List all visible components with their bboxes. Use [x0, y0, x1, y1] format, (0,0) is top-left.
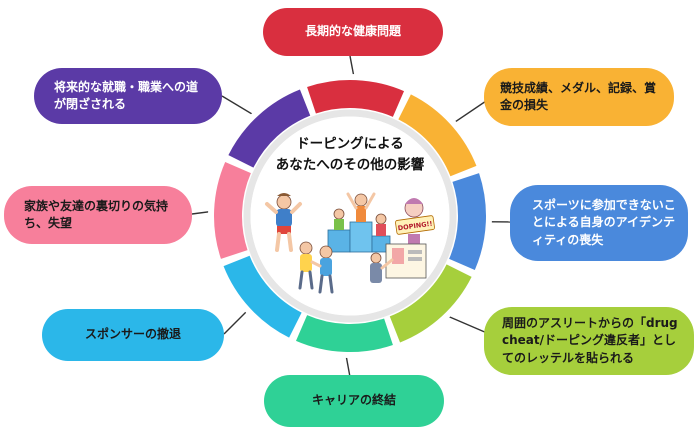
- center-title: ドーピングによる あなたへのその他の影響: [258, 134, 442, 176]
- effect-health-label: 長期的な健康問題: [304, 24, 401, 39]
- ring-segment-future: [228, 89, 311, 168]
- board-figure: [370, 243, 427, 283]
- center-title-line2: あなたへのその他の影響: [275, 156, 425, 173]
- effect-identity-label: スポーツに参加できないことによる自身のアイデンティティの喪失: [532, 197, 676, 247]
- effect-sponsor-pill: スポンサーの撤退: [42, 309, 224, 361]
- athlete-flexing-figure: [265, 193, 302, 252]
- effect-career-pill: キャリアの終結: [264, 375, 444, 427]
- ring-segment-health: [307, 79, 405, 117]
- effect-health-pill: 長期的な健康問題: [263, 8, 443, 56]
- effect-label-pill: 周囲のアスリートからの「drug cheat/ドーピング違反者」としてのレッテル…: [484, 307, 694, 375]
- ring-segment-identity: [449, 173, 487, 271]
- ring-segment-family: [213, 161, 251, 259]
- ring-segment-results: [398, 94, 477, 177]
- inner-ring: [243, 109, 457, 323]
- ring-segment-sponsor: [223, 255, 302, 338]
- athletes-illustration: DOPING!!: [265, 192, 435, 294]
- podium-group: [327, 192, 391, 253]
- effect-sponsor-label: スポンサーの撤退: [84, 327, 181, 342]
- effect-results-label: 競技成績、メダル、記録、賞金の損失: [500, 80, 657, 112]
- effect-identity-pill: スポーツに参加できないことによる自身のアイデンティティの喪失: [510, 185, 688, 261]
- effect-family-pill: 家族や友達の裏切りの気持ち、失望: [4, 186, 192, 244]
- effect-label-label: 周囲のアスリートからの「drug cheat/ドーピング違反者」としてのレッテル…: [502, 315, 678, 365]
- effect-future-pill: 将来的な就職・職業への道が閉ざされる: [34, 68, 222, 124]
- effect-family-label: 家族や友達の裏切りの気持ち、失望: [24, 198, 169, 230]
- ring-segment-label: [389, 264, 472, 343]
- protest-figure: DOPING!!: [395, 198, 435, 244]
- handshake-figures: [298, 241, 334, 294]
- effect-results-pill: 競技成績、メダル、記録、賞金の損失: [484, 68, 674, 126]
- effect-future-label: 将来的な就職・職業への道が閉ざされる: [54, 79, 199, 111]
- center-title-line1: ドーピングによる: [296, 136, 404, 152]
- ring-segment-career: [295, 315, 393, 353]
- effect-career-label: キャリアの終結: [311, 393, 396, 408]
